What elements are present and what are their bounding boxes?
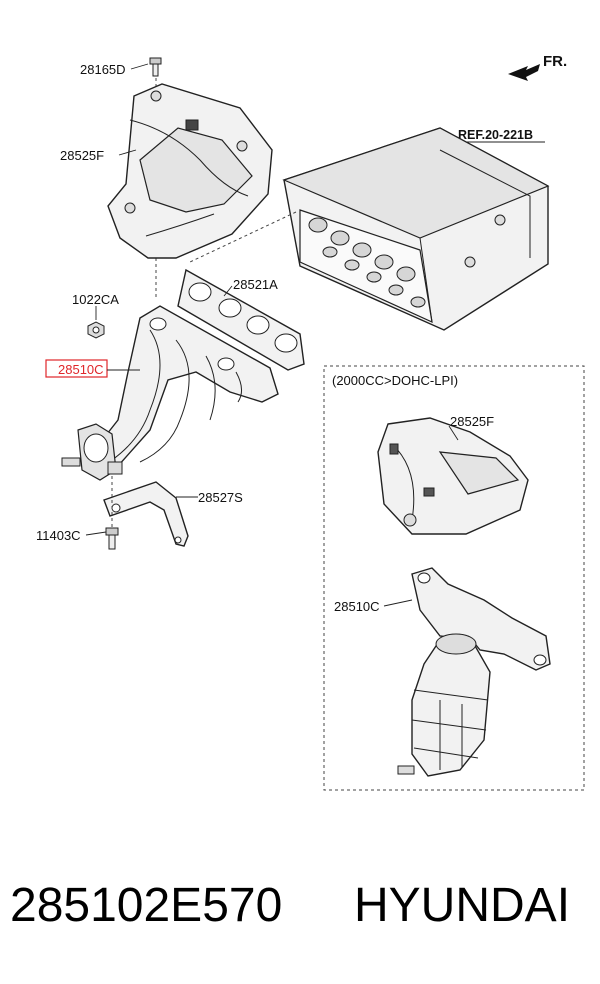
part-number: 285102E570 bbox=[10, 879, 283, 932]
cylinder-head-illustration bbox=[282, 127, 550, 331]
exhaust-manifold-28510c-illustration bbox=[61, 305, 279, 481]
label-bolt-28165d: 28165D bbox=[80, 62, 126, 77]
label-heat-shield-28525f: 28525F bbox=[60, 148, 104, 163]
label-manifold-28510c[interactable]: 28510C bbox=[58, 362, 104, 377]
label-bolt-11403c: 11403C bbox=[36, 528, 81, 543]
brand-name: HYUNDAI bbox=[354, 879, 571, 932]
product-caption: 285102E570 HYUNDAI bbox=[10, 878, 590, 948]
label-gasket-28521a: 28521A bbox=[233, 277, 278, 292]
leader-line bbox=[223, 285, 233, 297]
gasket-28521a-illustration bbox=[177, 268, 305, 371]
bolt-28165d-icon bbox=[149, 57, 162, 77]
leader-line bbox=[130, 63, 149, 70]
inset-title: (2000CC>DOHC-LPI) bbox=[332, 373, 458, 388]
leader-line bbox=[383, 599, 413, 607]
alignment-line bbox=[189, 211, 297, 263]
exploded-parts-diagram: FR. REF.20-221B 28165D bbox=[36, 53, 585, 791]
heat-shield-28525f-illustration bbox=[107, 83, 273, 259]
direction-label: FR. bbox=[543, 53, 567, 70]
bolt-11403c-icon bbox=[105, 527, 119, 550]
front-direction-arrow-icon bbox=[508, 64, 540, 81]
nut-1022ca-icon bbox=[87, 321, 105, 339]
reference-label: REF.20-221B bbox=[458, 128, 533, 142]
label-nut-1022ca: 1022CA bbox=[72, 292, 119, 307]
label-bracket-28527s: 28527S bbox=[198, 490, 243, 505]
leader-line bbox=[85, 531, 107, 536]
inset-heat-shield-illustration bbox=[377, 417, 529, 535]
label-inset-heat-shield-28525f: 28525F bbox=[450, 414, 494, 429]
leader-line bbox=[448, 425, 459, 441]
label-inset-manifold-28510c: 28510C bbox=[334, 599, 380, 614]
bracket-28527s-illustration bbox=[103, 481, 189, 547]
inset-manifold-28510c-illustration bbox=[397, 567, 551, 777]
highlight-box bbox=[45, 359, 108, 378]
leader-line bbox=[118, 149, 137, 156]
